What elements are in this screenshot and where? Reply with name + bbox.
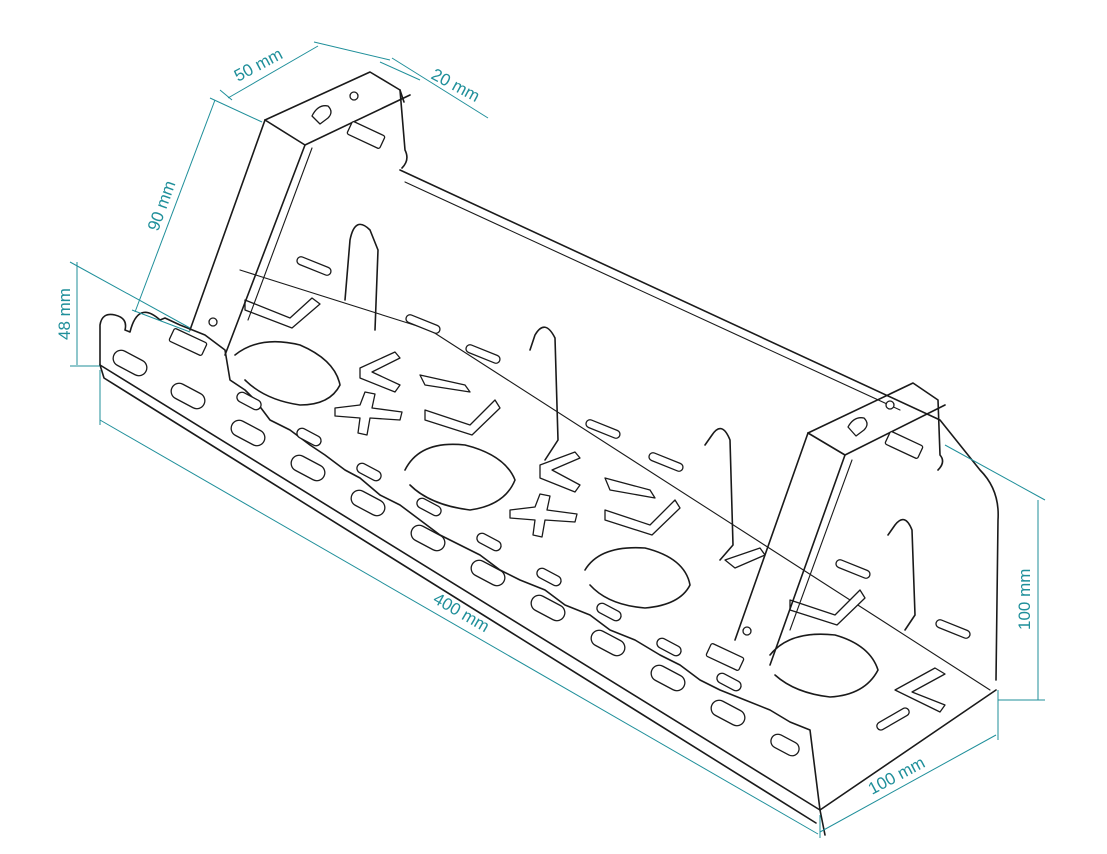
floor-slots [244, 256, 971, 731]
dim-label-overall-height: 100 mm [1015, 569, 1034, 630]
dimension-lines [69, 41, 1046, 838]
dim-label-tray-height: 48 mm [55, 288, 74, 340]
front-wall-holes [112, 349, 800, 757]
dimension-labels: 50 mm 20 mm 90 mm 48 mm 400 mm 100 mm 10… [55, 44, 1034, 798]
dim-label-length: 400 mm [430, 589, 493, 636]
dim-label-top-depth: 20 mm [428, 65, 483, 106]
right-mounting-bracket [705, 382, 946, 671]
dim-label-top-width: 50 mm [231, 44, 286, 85]
left-mounting-bracket [168, 71, 411, 356]
dim-label-tray-width: 100 mm [865, 753, 928, 799]
round-cutouts [234, 340, 879, 698]
cable-tray-body [99, 169, 999, 836]
divider-fins [344, 223, 916, 631]
dim-label-bracket-height: 90 mm [144, 178, 180, 233]
